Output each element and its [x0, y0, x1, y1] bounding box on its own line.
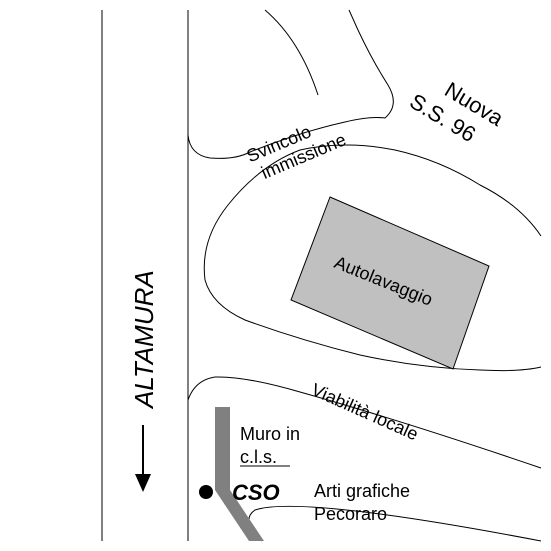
cso-label: CSO [232, 480, 280, 505]
viabilita-locale-edge-upper [187, 376, 542, 469]
autolavaggio-island-outline [203, 144, 542, 372]
muro-cls-wall [215, 407, 264, 541]
viabilita-locale-edge-lower [248, 505, 542, 542]
arrow-down-icon [135, 425, 151, 492]
autolavaggio-building [290, 196, 490, 370]
muro-label-line1: Muro in [240, 424, 300, 444]
altamura-label: ALTAMURA [129, 270, 159, 410]
svincolo-island-outline [187, 9, 394, 159]
arti-grafiche-label-line1: Arti grafiche [314, 481, 410, 501]
nuova-ss96-label: Nuova S.S. 96 [405, 77, 508, 147]
nuova-ss96-road-edge [264, 9, 319, 96]
location-dot-icon [199, 485, 213, 499]
svincolo-label: Svincolo immissione [244, 121, 349, 183]
viabilita-locale-label: Viabilità locale [308, 379, 421, 444]
arti-grafiche-label-line2: Pecoraro [314, 504, 387, 524]
muro-label-line2: c.l.s. [240, 447, 277, 467]
